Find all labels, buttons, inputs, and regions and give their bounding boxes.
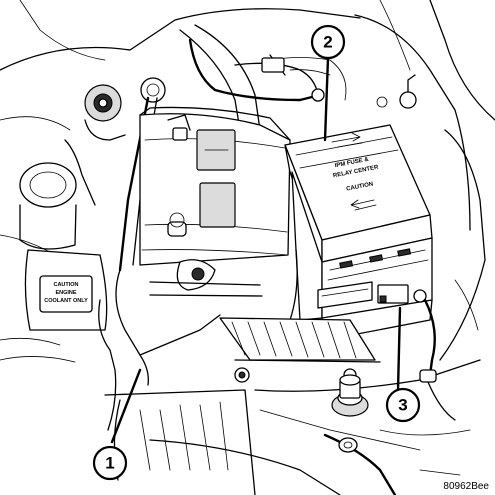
coolant-reservoir: CAUTION ENGINE COOLANT ONLY <box>24 249 108 331</box>
callout-3: 3 <box>385 387 421 423</box>
radiator-cap <box>84 84 126 141</box>
center-stud <box>331 374 369 417</box>
bottom-plate <box>104 389 256 495</box>
callout-3-number: 3 <box>398 396 407 415</box>
callout-1: 1 <box>92 445 128 481</box>
callout-2: 2 <box>310 24 346 60</box>
coolant-label-line2: ENGINE <box>55 290 76 296</box>
callout-1-circle <box>92 445 128 481</box>
callout-2-leader <box>323 56 330 142</box>
ipm-fuse-box: IPM FUSE & RELAY CENTER CAUTION <box>284 124 433 341</box>
callout-leaders <box>110 56 402 444</box>
callout-2-circle <box>310 24 346 60</box>
figure-id: 80962Bee <box>443 481 489 492</box>
battery <box>139 106 291 297</box>
callout-1-leader <box>110 368 142 444</box>
coolant-label-line3: COOLANT ONLY <box>44 298 88 304</box>
callout-3-circle <box>385 387 421 423</box>
callout-2-number: 2 <box>323 33 332 52</box>
lower-bracket <box>219 317 381 383</box>
top-wiring <box>188 38 417 109</box>
callout-3-leader <box>396 306 402 392</box>
coolant-label-line1: CAUTION <box>53 282 78 288</box>
fuse-box-caution-label: CAUTION <box>346 181 374 192</box>
lower-right-cable <box>323 433 397 495</box>
callout-1-number: 1 <box>105 454 114 473</box>
left-reservoir <box>19 139 96 250</box>
right-wiring <box>419 298 456 421</box>
